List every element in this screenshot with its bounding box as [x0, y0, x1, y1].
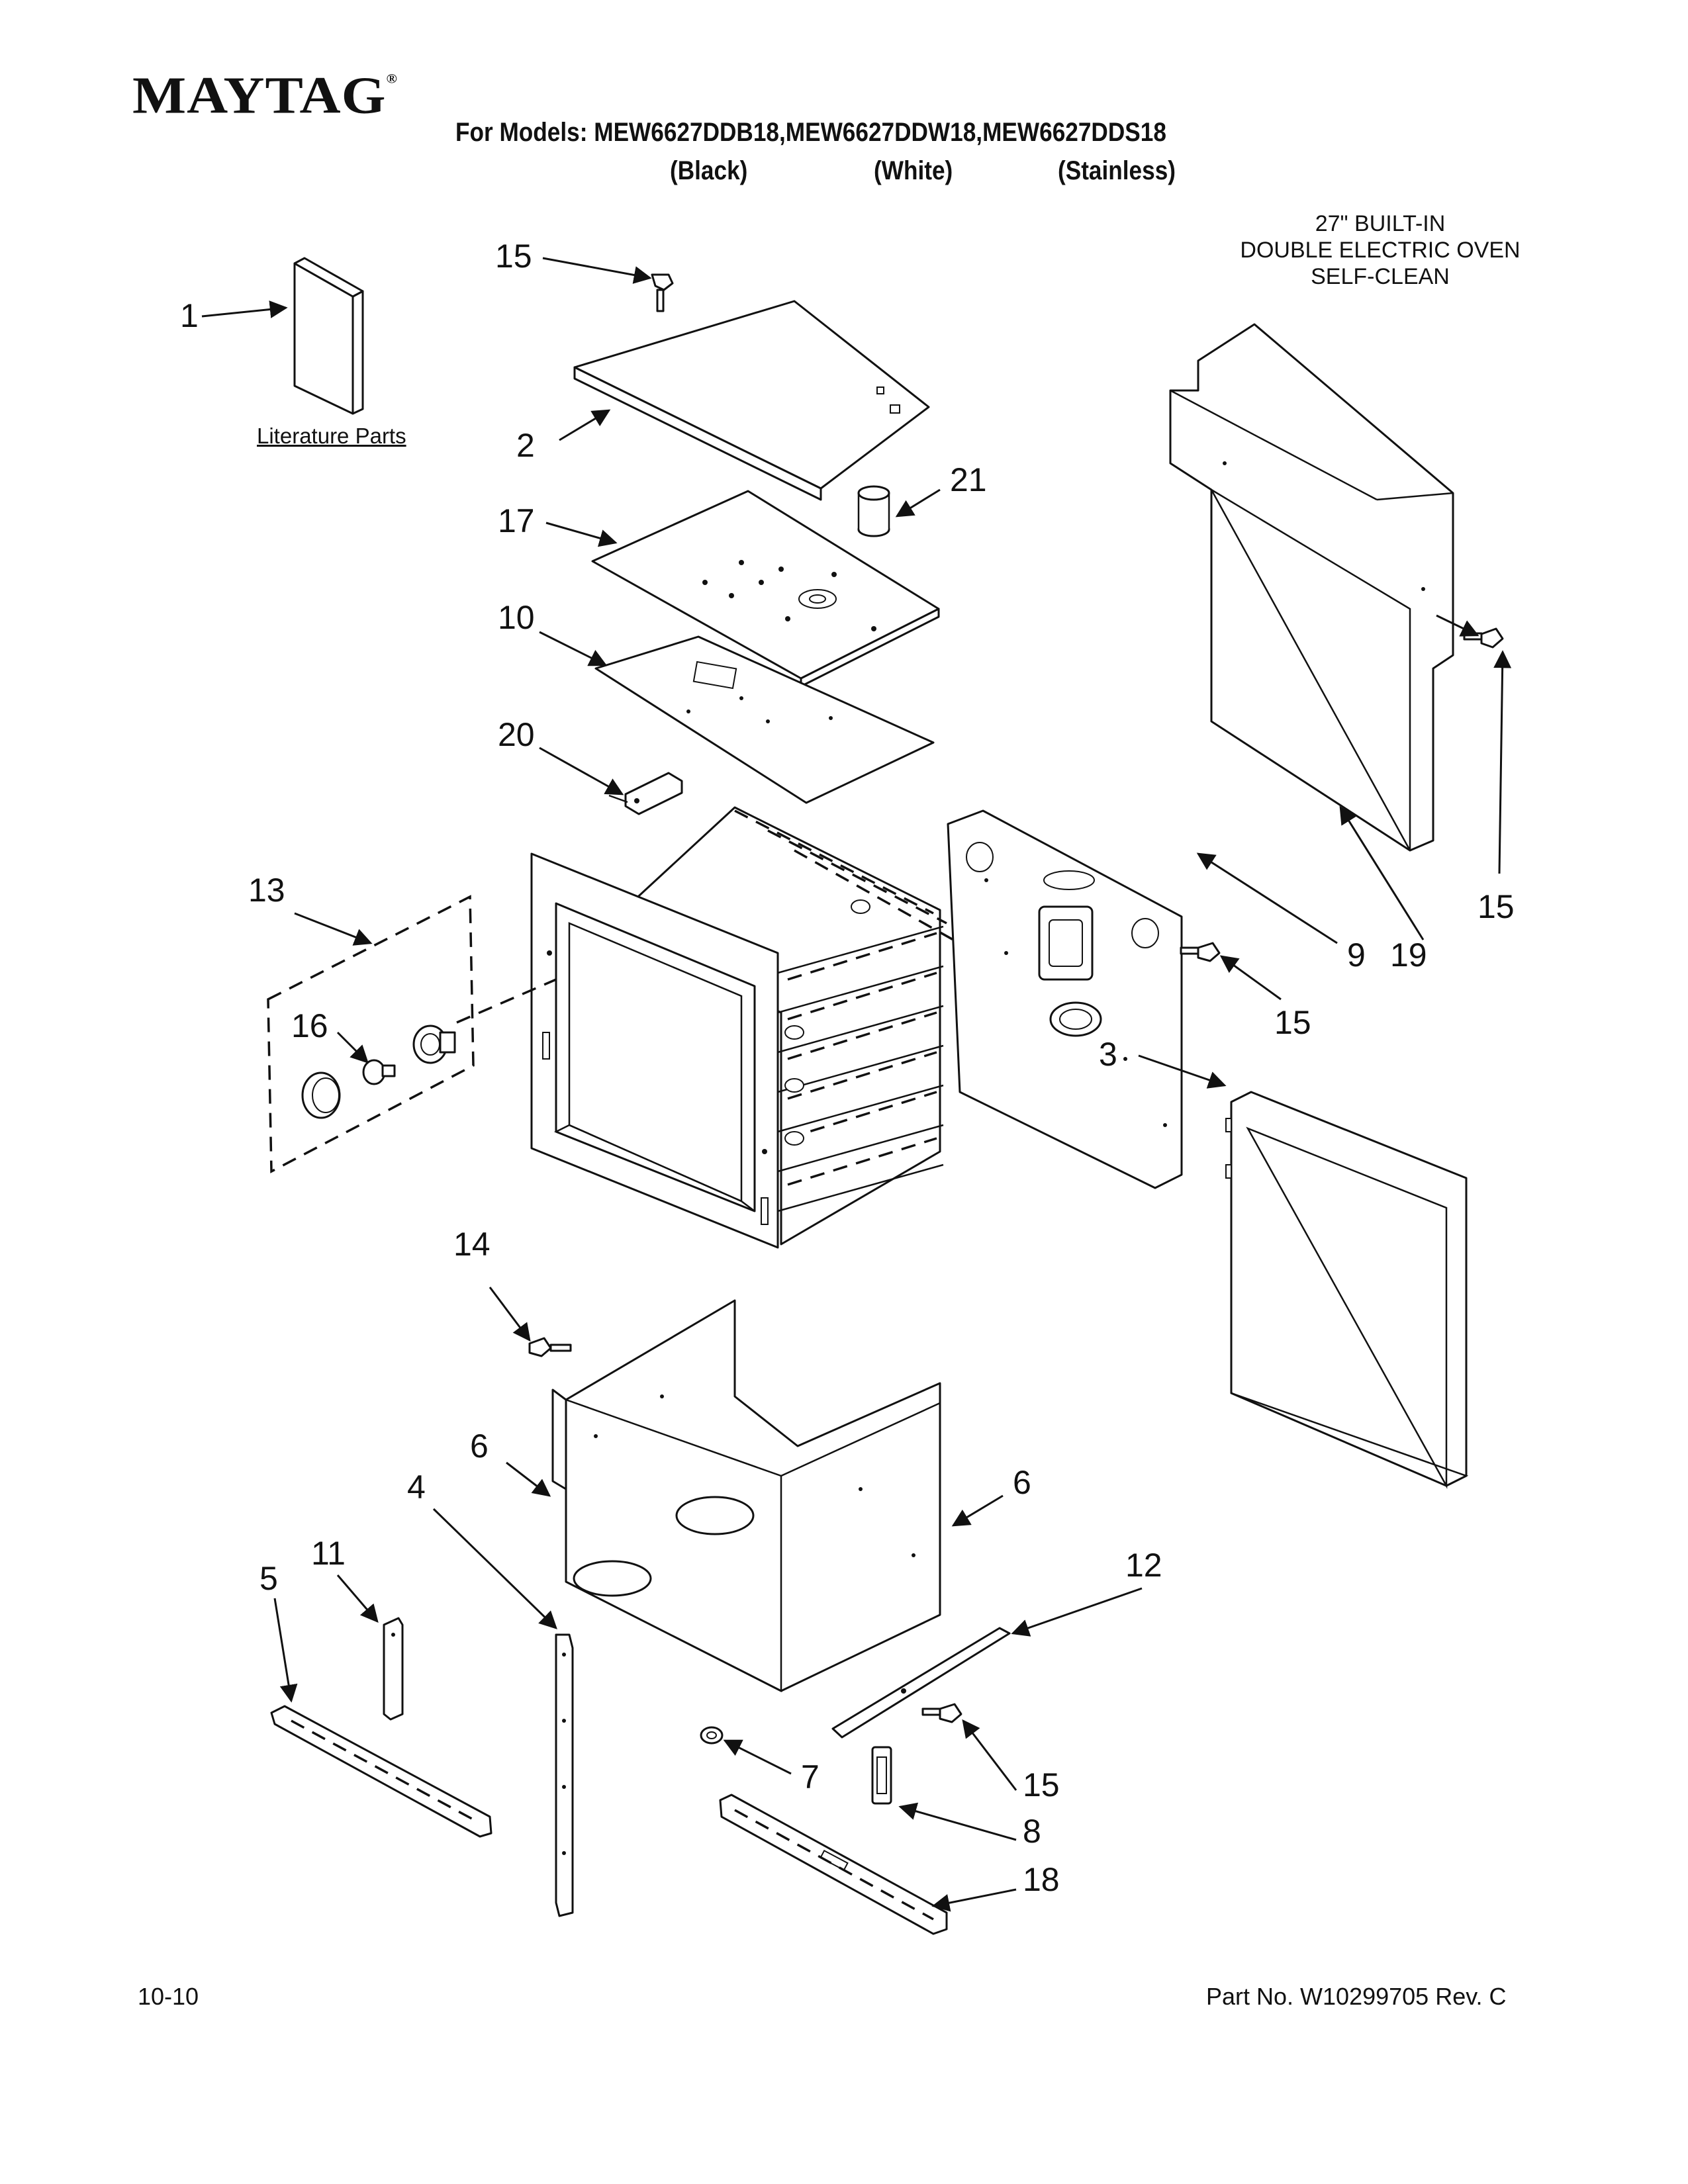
callout-15-right: 15 [1477, 888, 1515, 925]
callout-5: 5 [259, 1560, 278, 1597]
brand-name: MAYTAG [132, 66, 387, 125]
callout-17: 17 [498, 502, 535, 539]
screw-top [651, 273, 674, 312]
callout-20: 20 [498, 716, 535, 753]
callout-6-right: 6 [1013, 1464, 1031, 1501]
callout-8: 8 [1023, 1813, 1041, 1850]
top-panel [573, 300, 930, 501]
screw-front-rail [921, 1703, 962, 1723]
callout-15-rear: 15 [1274, 1004, 1311, 1041]
callout-2: 2 [516, 427, 535, 464]
callout-15-top: 15 [495, 238, 532, 275]
color-white: (White) [874, 156, 953, 185]
leader-lines [201, 257, 1512, 1912]
color-black: (Black) [670, 156, 748, 185]
product-line-1: 27" BUILT-IN [1315, 211, 1446, 236]
oven-cavity [530, 806, 954, 1249]
bottom-rail-left [270, 1705, 492, 1838]
rear-panel [947, 809, 1183, 1189]
callout-21: 21 [950, 461, 987, 498]
small-bracket [383, 1617, 404, 1721]
side-panel-rear [1169, 323, 1454, 852]
door-latch [871, 1746, 892, 1805]
callout-9: 9 [1347, 936, 1366, 974]
callout-11: 11 [311, 1535, 346, 1572]
grommet [700, 1726, 724, 1745]
insulation-plate [591, 490, 940, 688]
product-line-3: SELF-CLEAN [1311, 264, 1450, 289]
callout-18: 18 [1023, 1861, 1060, 1898]
callout-10: 10 [498, 599, 535, 636]
callout-19: 19 [1390, 936, 1427, 974]
vertical-rail [555, 1633, 574, 1917]
insulation-blanket [594, 635, 935, 804]
light-bulb [362, 1059, 396, 1085]
light-assembly-group [267, 895, 557, 1173]
registered-mark: ® [386, 71, 398, 87]
callout-4: 4 [407, 1469, 426, 1506]
callout-1: 1 [180, 297, 199, 334]
callout-12: 12 [1125, 1547, 1162, 1584]
footer-part-number: Part No. W10299705 Rev. C [1206, 1983, 1507, 2010]
callout-15-bottom: 15 [1023, 1766, 1060, 1803]
product-line-2: DOUBLE ELECTRIC OVEN [1240, 238, 1521, 263]
lower-shroud [551, 1299, 941, 1693]
door-switch [608, 772, 683, 815]
callout-16: 16 [291, 1007, 328, 1044]
callout-3: 3 [1099, 1036, 1117, 1073]
motor-cylinder [857, 485, 890, 537]
screw-left [528, 1337, 572, 1357]
light-lens [301, 1071, 341, 1119]
screw-rear-panel [1180, 942, 1221, 962]
callout-13: 13 [248, 872, 285, 909]
callout-14: 14 [453, 1226, 491, 1263]
side-panel-front [1225, 1091, 1469, 1489]
callout-7: 7 [801, 1758, 820, 1796]
footer-date: 10-10 [138, 1983, 199, 2010]
color-stainless: (Stainless) [1058, 156, 1176, 185]
product-description: 27" BUILT-IN DOUBLE ELECTRIC OVEN SELF-C… [1211, 210, 1549, 290]
literature-parts-label: Literature Parts [257, 424, 406, 448]
brand-logo: MAYTAG® [132, 65, 398, 126]
literature-booklet [293, 257, 364, 415]
bottom-rail-right [831, 1627, 1011, 1739]
models-line: For Models: MEW6627DDB18,MEW6627DDW18,ME… [455, 118, 1166, 147]
light-socket [412, 1024, 456, 1064]
door-rail [719, 1794, 948, 1935]
callout-6-left: 6 [470, 1428, 489, 1465]
